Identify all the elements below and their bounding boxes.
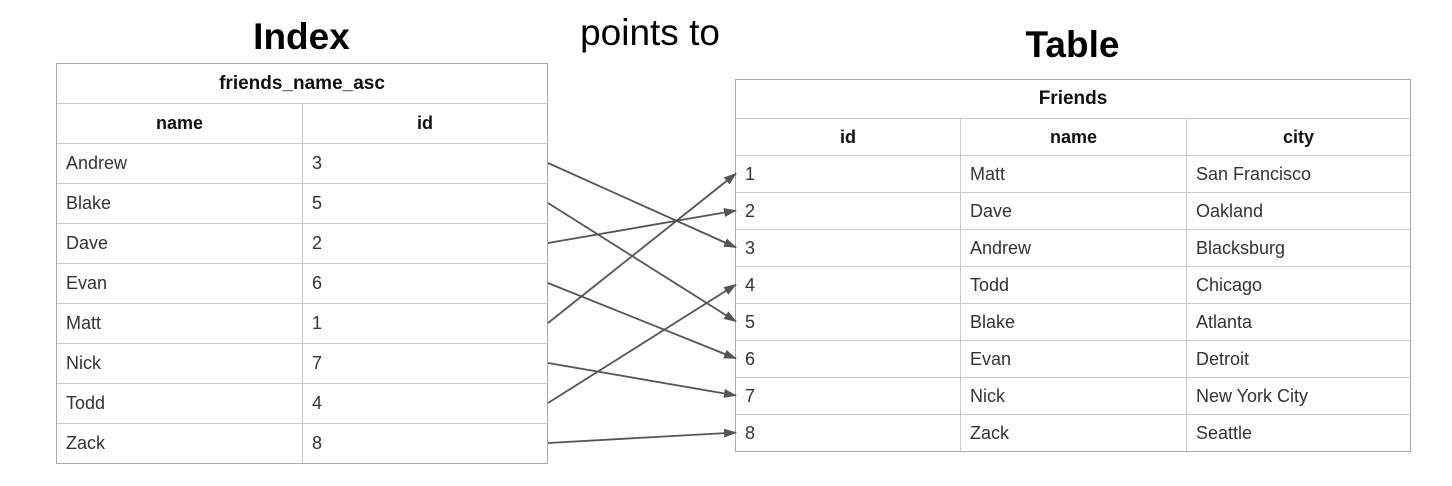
index-table-header-row: name id xyxy=(56,103,549,144)
friends-table-header-row: id name city xyxy=(735,118,1412,156)
friends-cell: Evan xyxy=(960,340,1187,378)
friends-cell: Andrew xyxy=(960,229,1187,267)
friends-cell: Nick xyxy=(960,377,1187,415)
pointer-arrow xyxy=(547,202,737,323)
index-cell: Evan xyxy=(56,263,303,304)
index-cell: 1 xyxy=(301,303,549,344)
friends-column-header-city: city xyxy=(1185,118,1412,156)
friends-cell: San Francisco xyxy=(1185,155,1412,193)
pointer-arrow xyxy=(547,362,737,398)
friends-table-head: Friends id name city xyxy=(734,79,1412,156)
friends-column-header-id: id xyxy=(735,118,961,156)
index-cell: 7 xyxy=(301,343,549,384)
friends-cell: Seattle xyxy=(1185,414,1412,452)
friends-cell: 7 xyxy=(735,377,961,415)
index-column-header-name: name xyxy=(56,103,303,144)
friends-table-title-row: Friends xyxy=(734,79,1412,119)
friends-cell: 6 xyxy=(735,340,961,378)
pointer-arrow xyxy=(547,282,737,360)
friends-cell: Blake xyxy=(960,303,1187,341)
friends-cell: 4 xyxy=(735,266,961,304)
friends-cell: Chicago xyxy=(1185,266,1412,304)
index-cell: 8 xyxy=(301,423,549,464)
index-cell: 5 xyxy=(301,183,549,224)
index-cell: 3 xyxy=(301,143,549,184)
index-title: Index xyxy=(253,16,350,57)
index-table-name: friends_name_asc xyxy=(55,63,549,104)
friends-cell: Detroit xyxy=(1185,340,1412,378)
friends-table-name: Friends xyxy=(734,79,1412,119)
pointer-arrow xyxy=(547,208,737,244)
index-column-header-id: id xyxy=(301,103,549,144)
friends-cell: Zack xyxy=(960,414,1187,452)
friends-cell: 3 xyxy=(735,229,961,267)
index-cell: 6 xyxy=(301,263,549,304)
index-cell: Todd xyxy=(56,383,303,424)
index-cell: Blake xyxy=(56,183,303,224)
points-to-label: points to xyxy=(580,12,720,53)
index-cell: 4 xyxy=(301,383,549,424)
pointer-arrow xyxy=(547,172,737,324)
index-cell: Nick xyxy=(56,343,303,384)
pointer-arrow xyxy=(547,428,737,444)
index-cell: Dave xyxy=(56,223,303,264)
friends-cell: 2 xyxy=(735,192,961,230)
index-cell: 2 xyxy=(301,223,549,264)
friends-cell: Atlanta xyxy=(1185,303,1412,341)
index-table-head: friends_name_asc name id xyxy=(55,63,549,144)
friends-cell: 5 xyxy=(735,303,961,341)
friends-cell: New York City xyxy=(1185,377,1412,415)
friends-cell: Dave xyxy=(960,192,1187,230)
friends-cell: Matt xyxy=(960,155,1187,193)
index-cell: Zack xyxy=(56,423,303,464)
index-table-title-row: friends_name_asc xyxy=(55,63,549,104)
pointer-arrow xyxy=(547,162,737,249)
friends-cell: Oakland xyxy=(1185,192,1412,230)
friends-cell: 8 xyxy=(735,414,961,452)
friends-cell: 1 xyxy=(735,155,961,193)
index-cell: Matt xyxy=(56,303,303,344)
arrow-lines-group xyxy=(547,162,737,444)
friends-column-header-name: name xyxy=(960,118,1187,156)
table-title: Table xyxy=(1025,24,1120,65)
index-cell: Andrew xyxy=(56,143,303,184)
friends-cell: Blacksburg xyxy=(1185,229,1412,267)
friends-cell: Todd xyxy=(960,266,1187,304)
pointer-arrow xyxy=(547,283,737,404)
